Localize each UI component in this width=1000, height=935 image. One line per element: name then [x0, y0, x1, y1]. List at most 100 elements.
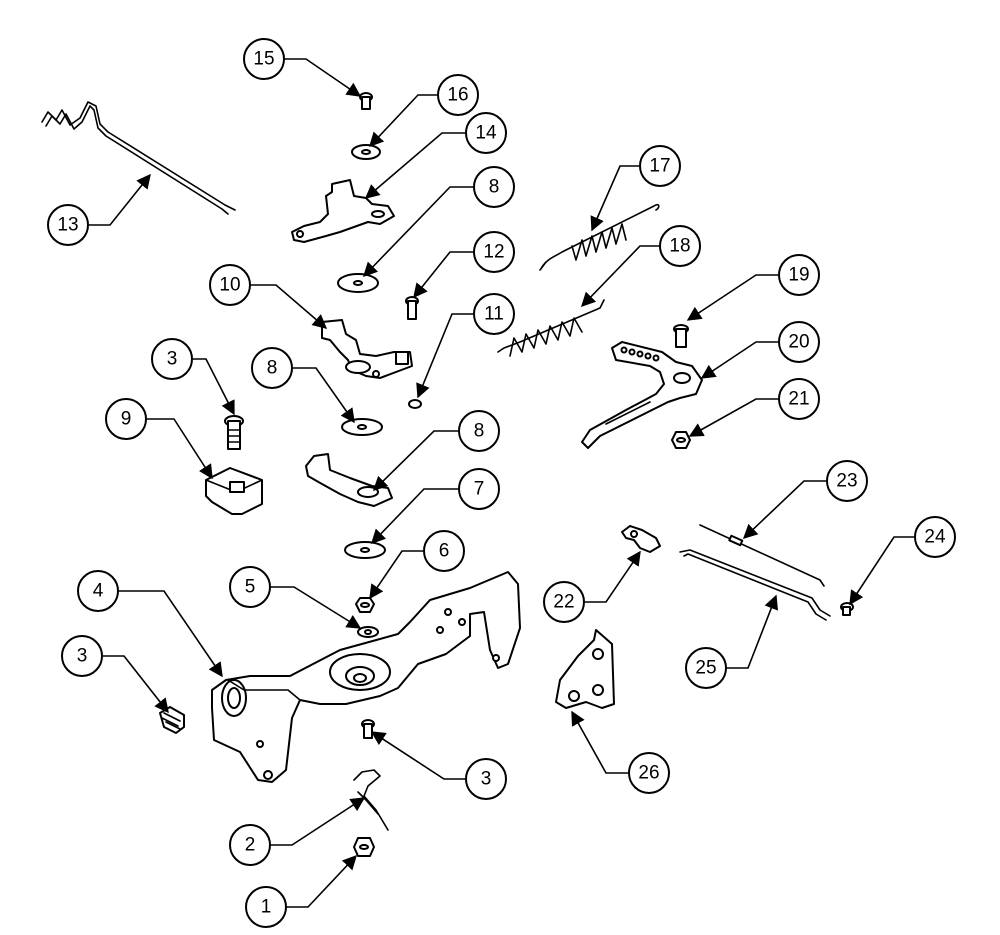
part-washer-16 [351, 144, 381, 160]
leader-7 [369, 550, 424, 600]
part-bolt-17 [359, 92, 373, 110]
leader-13 [413, 251, 474, 299]
leader-18 [590, 165, 640, 232]
svg-text:2: 2 [245, 835, 256, 856]
part-bolt-13 [405, 296, 419, 320]
svg-text:21: 21 [788, 389, 809, 410]
leader-10 [146, 418, 213, 480]
part-clip-23 [621, 525, 661, 553]
leader-17 [284, 58, 362, 97]
svg-text:13: 13 [57, 215, 78, 236]
leader-22 [688, 398, 779, 437]
leader-24 [742, 480, 827, 539]
leader-lines [88, 58, 915, 908]
part-nut-7 [355, 597, 375, 613]
leader-4 [102, 655, 169, 714]
svg-text:15: 15 [253, 49, 274, 70]
part-clip-2 [353, 769, 389, 831]
callout-15: 14 [465, 112, 507, 154]
part-wire-24 [699, 524, 825, 587]
leader-8c [371, 488, 459, 545]
svg-text:12: 12 [483, 242, 504, 263]
part-block-10 [205, 467, 263, 515]
callout-23: 22 [543, 581, 585, 623]
callout-13: 12 [473, 231, 515, 273]
leader-1 [286, 854, 357, 908]
callout-22: 21 [778, 378, 820, 420]
callout-27: 26 [628, 752, 670, 794]
callout-16: 16 [437, 74, 479, 116]
leader-9 [372, 430, 459, 492]
svg-text:20: 20 [788, 332, 809, 353]
callout-8c: 7 [458, 468, 500, 510]
leader-15 [364, 132, 466, 199]
svg-text:19: 19 [788, 265, 809, 286]
part-screw-25 [840, 602, 854, 616]
svg-text:18: 18 [669, 236, 690, 257]
part-nut-22 [671, 431, 691, 449]
part-arm-21 [581, 341, 703, 449]
callout-26: 25 [685, 647, 727, 689]
leader-27 [571, 710, 629, 774]
callout-19: 18 [659, 225, 701, 267]
svg-text:23: 23 [836, 471, 857, 492]
leader-23 [584, 550, 641, 603]
leader-8b [292, 367, 355, 424]
svg-text:14: 14 [475, 123, 497, 144]
callout-2: 2 [229, 824, 271, 866]
part-lever-11 [321, 319, 413, 379]
callout-12: 11 [473, 293, 515, 335]
callout-18: 17 [639, 145, 681, 187]
svg-text:11: 11 [484, 304, 504, 325]
svg-text:8: 8 [474, 421, 485, 442]
svg-text:26: 26 [638, 763, 659, 784]
part-washer-6 [357, 626, 379, 638]
svg-text:24: 24 [924, 527, 946, 548]
callout-4: 3 [61, 635, 103, 677]
leader-25 [849, 536, 915, 606]
leader-12 [416, 313, 474, 399]
part-fitting-4 [159, 706, 185, 734]
svg-text:16: 16 [447, 85, 468, 106]
svg-text:6: 6 [439, 541, 450, 562]
svg-text:4: 4 [93, 581, 104, 602]
callout-14: 13 [47, 204, 89, 246]
svg-text:3: 3 [77, 646, 88, 667]
callout-25: 24 [914, 516, 956, 558]
leader-8a [362, 186, 474, 278]
svg-text:25: 25 [695, 658, 716, 679]
svg-text:9: 9 [121, 409, 132, 430]
part-washer-8b [341, 418, 383, 436]
callout-1: 1 [245, 886, 287, 928]
part-lever-15 [291, 179, 395, 243]
part-rod-26 [679, 549, 831, 621]
svg-text:3: 3 [167, 349, 178, 370]
svg-text:3: 3 [481, 769, 492, 790]
leader-14 [88, 173, 151, 226]
leader-19 [580, 245, 660, 308]
part-nut-12 [408, 399, 422, 409]
callout-3b: 3 [465, 758, 507, 800]
callout-10: 9 [105, 398, 147, 440]
callout-21: 20 [778, 321, 820, 363]
part-washer-8c [344, 541, 386, 559]
part-bracket-5 [211, 571, 521, 783]
part-bolt-20 [673, 324, 689, 348]
callout-11: 10 [209, 264, 251, 306]
leader-3a [192, 358, 235, 416]
leader-11 [250, 284, 328, 329]
callout-24: 23 [826, 460, 868, 502]
svg-text:10: 10 [219, 275, 240, 296]
callout-17: 15 [243, 38, 285, 80]
svg-text:8: 8 [267, 358, 278, 379]
part-spring-19 [497, 299, 605, 357]
svg-text:22: 22 [553, 592, 574, 613]
part-spring-18 [539, 203, 660, 271]
svg-text:17: 17 [649, 156, 670, 177]
part-lever-9 [305, 453, 393, 507]
part-bolt-3a [224, 415, 244, 450]
part-plate-27 [555, 629, 615, 709]
callout-20: 19 [778, 254, 820, 296]
leader-21 [700, 341, 779, 379]
